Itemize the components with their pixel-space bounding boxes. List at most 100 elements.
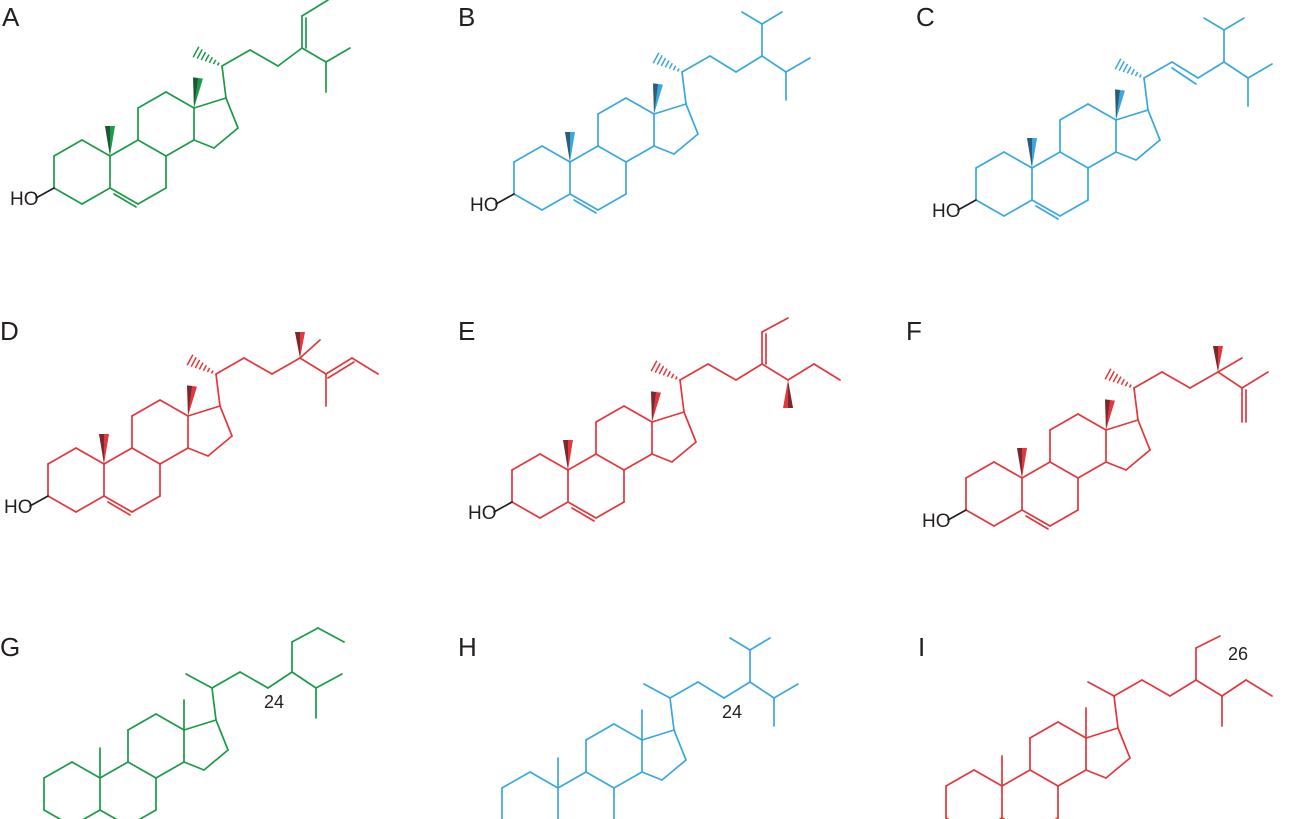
ring-bond (651, 411, 685, 423)
side-chain-bond (761, 317, 789, 333)
steroid-core (945, 721, 1131, 819)
steroid-core (43, 713, 229, 819)
side-chain-bond (211, 671, 241, 689)
ring-bond (673, 133, 699, 155)
ring-bond (155, 713, 185, 731)
side-chain (669, 637, 799, 727)
side-chain-bond (735, 363, 763, 381)
ring-bond (513, 145, 543, 163)
ring-bond (1031, 199, 1061, 217)
structure-panel-c: HO (932, 17, 1273, 222)
side-chain (221, 0, 351, 93)
ring-bond (641, 771, 663, 781)
c19-methyl-wedge-shade (1017, 448, 1022, 478)
side-chain-bond (707, 363, 737, 381)
ring-bond (585, 771, 615, 789)
side-chain-bond (1113, 679, 1143, 697)
side-chain-bond (813, 363, 841, 381)
c17-c20-bond (1143, 77, 1149, 111)
ring-bond (623, 453, 653, 471)
ring-bond (569, 193, 599, 211)
ring-bond (47, 447, 77, 465)
ring-bond (625, 145, 655, 163)
ring-bond (75, 495, 105, 513)
ring-bond (165, 139, 195, 157)
ring-bond (975, 199, 1005, 217)
ring-bond (82, 809, 101, 819)
ring-bond (1001, 769, 1031, 787)
ring-bond (529, 771, 559, 789)
side-chain-bond (761, 363, 789, 381)
side-chain-bond (221, 49, 251, 67)
ring-bond (945, 769, 975, 787)
ring-bond (75, 447, 105, 465)
ring-bond (653, 103, 687, 115)
side-chain-bond (735, 55, 763, 73)
panel-label-a: A (2, 2, 20, 32)
ring-bond (1117, 727, 1131, 759)
ring-bond (131, 495, 161, 513)
hydroxyl-label: HO (470, 195, 499, 216)
ring-bond (131, 447, 161, 465)
c21-methyl-bond (643, 683, 671, 699)
side-chain-bond (277, 47, 303, 67)
side-chain-bond (291, 671, 317, 689)
side-chain (681, 11, 811, 101)
c17-c20-bond (215, 373, 221, 407)
side-chain-bond (729, 637, 751, 651)
side-chain-bond (741, 11, 763, 25)
c17-c20-bond (1113, 695, 1119, 729)
side-chain-wedge-shade (788, 380, 793, 408)
side-chain-bond (1221, 679, 1247, 697)
side-chain-bond (761, 55, 787, 73)
ring-bond (683, 411, 697, 443)
ring-bond (501, 771, 531, 789)
side-chain (215, 332, 379, 407)
steroid-core (511, 405, 697, 519)
c3-oxygen-bond (35, 187, 55, 199)
c19-methyl-wedge-shade (565, 132, 570, 162)
side-chain (211, 627, 345, 719)
ring-bond (103, 447, 133, 465)
side-chain-bond (267, 671, 293, 689)
ring-bond (661, 759, 687, 781)
ring-bond (1125, 449, 1151, 471)
side-chain-bond (249, 49, 279, 67)
side-chain-bond (325, 47, 351, 63)
side-chain-bond (1143, 61, 1173, 79)
ring-bond (81, 187, 111, 205)
ring-bond (137, 91, 167, 109)
ring-bond (127, 761, 157, 779)
steroid-core (47, 399, 233, 513)
ring-bond (219, 405, 233, 437)
structure-panel-g: 24 (43, 627, 345, 819)
steroid-core (501, 723, 687, 819)
side-chain-bond (299, 339, 321, 359)
c18-methyl-wedge-shade (653, 83, 658, 114)
c18-methyl-wedge-shade (1105, 399, 1110, 430)
ring-bond (99, 809, 118, 819)
ring-bond (159, 447, 189, 465)
ring-bond (651, 453, 673, 463)
c19-methyl-wedge-shade (105, 126, 110, 156)
ring-bond (585, 723, 615, 741)
c21-methyl-bond (1087, 681, 1115, 697)
ring-bond (1077, 413, 1107, 431)
structure-panel-d: HO (4, 332, 379, 518)
ring-bond (569, 145, 599, 163)
structure-panel-h: 24 (501, 637, 799, 819)
ring-bond (137, 139, 167, 157)
ring-bond (993, 509, 1023, 527)
side-chain (679, 317, 841, 408)
ring-bond (975, 151, 1005, 169)
c17-c20-bond (211, 687, 217, 721)
ring-bond (613, 723, 643, 741)
c5-c6-double-bond (573, 199, 597, 214)
ring-bond (1029, 769, 1059, 787)
ring-bond (203, 749, 229, 771)
c17-c20-bond (669, 697, 675, 731)
c5-c6-double-bond (107, 501, 131, 516)
steroid-core (53, 91, 239, 205)
ring-bond (1135, 139, 1161, 161)
